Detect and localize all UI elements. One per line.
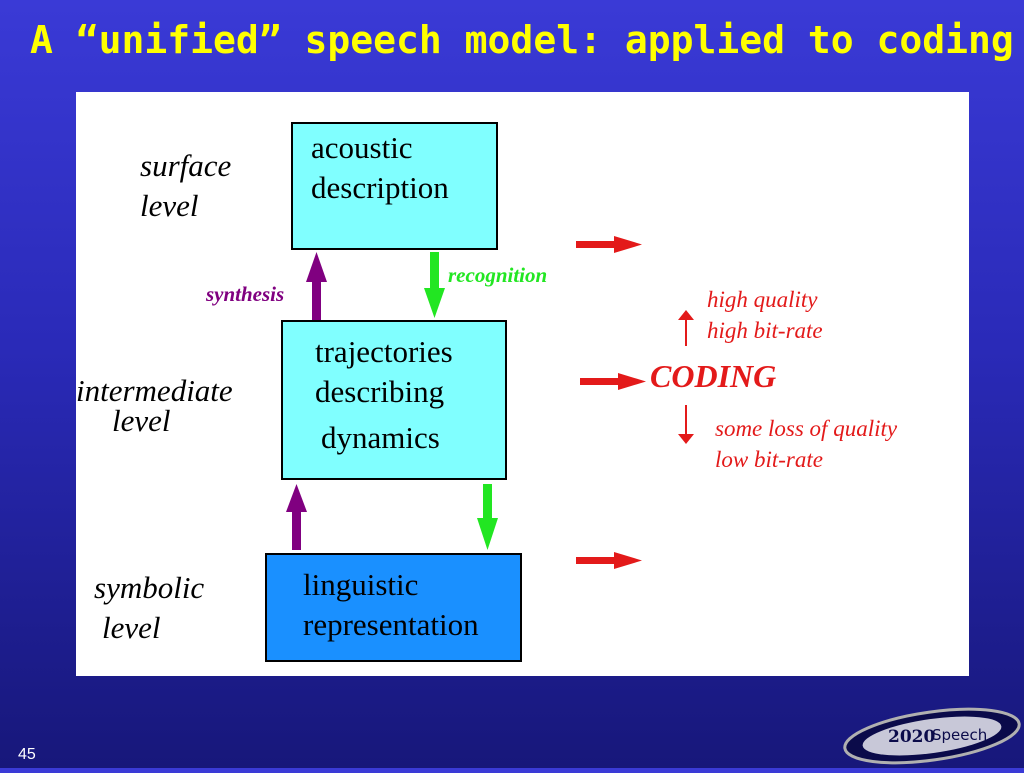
diagram-panel: surface level intermediate level symboli…: [76, 92, 969, 676]
coding-up-note: high quality high bit-rate: [707, 284, 823, 346]
intermediate-level-line-2: level: [112, 403, 171, 438]
surface-level-line-1: surface: [140, 148, 232, 183]
trajectories-box-line-2: describing: [315, 374, 445, 409]
slide-title: A “unified” speech model: applied to cod…: [30, 18, 1014, 62]
quality-up-arrow: [678, 310, 694, 346]
coding-up-line-2: high bit-rate: [707, 318, 823, 343]
acoustic-description-box: acoustic description: [291, 122, 498, 250]
coding-up-line-1: high quality: [707, 287, 818, 312]
intermediate-level-line-1: intermediate: [76, 373, 233, 408]
acoustic-box-line-1: acoustic: [311, 130, 413, 165]
diagram-arrows: [286, 236, 694, 569]
symbolic-level-line-1: symbolic: [94, 570, 205, 605]
coding-down-line-1: some loss of quality: [715, 416, 898, 441]
trajectories-box-line-1: trajectories: [315, 334, 453, 369]
recognition-arrow-lower: [477, 484, 498, 550]
logo-2020speech: 2020 Speech: [828, 700, 1024, 768]
intermediate-level-label: intermediate level: [76, 373, 233, 438]
synthesis-arrow-upper: [306, 252, 327, 320]
symbolic-level-line-2: level: [102, 610, 161, 645]
recognition-arrow-upper: [424, 252, 445, 318]
surface-level-label: surface level: [140, 146, 231, 226]
logo-graphic: 2020 Speech: [843, 707, 1021, 765]
coding-arrow-bottom: [576, 552, 642, 569]
coding-label: CODING: [650, 358, 777, 394]
logo-number: 2020: [888, 727, 935, 747]
recognition-label: recognition: [448, 263, 548, 287]
linguistic-box-line-2: representation: [303, 607, 479, 642]
surface-level-line-2: level: [140, 188, 199, 223]
symbolic-level-label: symbolic level: [94, 568, 204, 648]
quality-down-arrow: [678, 405, 694, 444]
slide-number: 45: [18, 746, 36, 763]
coding-arrow-top: [576, 236, 642, 253]
logo-word: Speech: [932, 726, 987, 744]
acoustic-box-line-2: description: [311, 170, 449, 205]
linguistic-representation-box: linguistic representation: [265, 553, 522, 662]
coding-down-line-2: low bit-rate: [715, 447, 823, 472]
trajectories-box-line-3: dynamics: [321, 420, 440, 455]
linguistic-box-line-1: linguistic: [303, 567, 419, 602]
synthesis-label: synthesis: [206, 282, 285, 306]
coding-down-note: some loss of quality low bit-rate: [715, 413, 897, 475]
synthesis-arrow-lower: [286, 484, 307, 550]
trajectories-box: trajectories describing dynamics: [281, 320, 507, 480]
coding-arrow-middle: [580, 373, 646, 390]
